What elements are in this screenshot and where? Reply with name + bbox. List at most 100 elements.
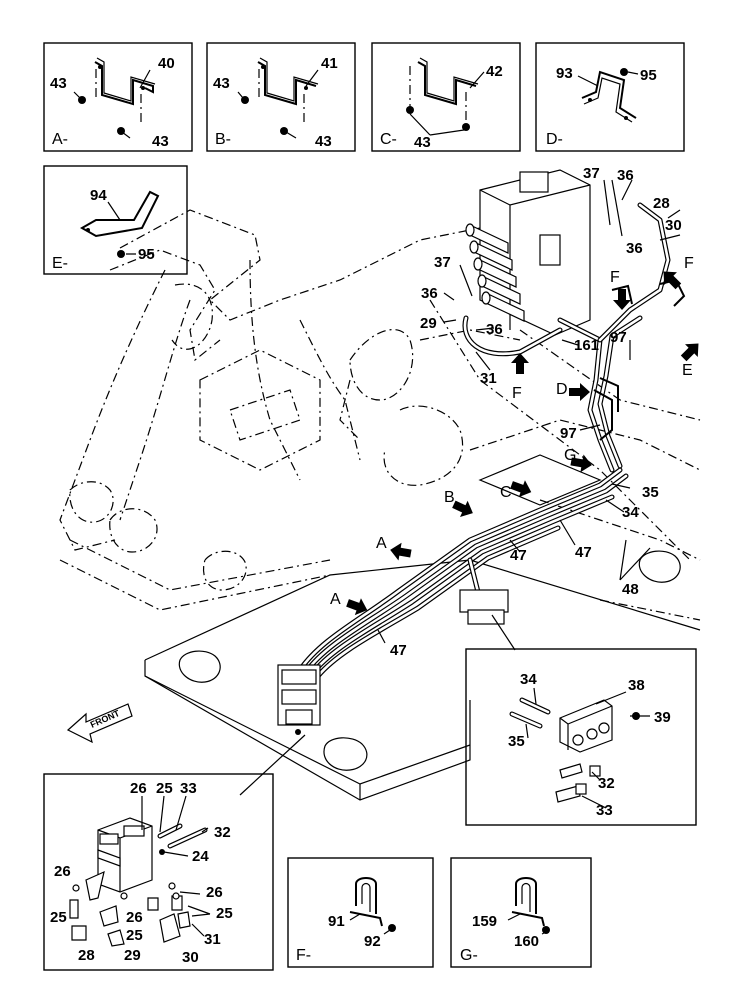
callout-43-b1: 43 — [213, 75, 230, 92]
callout-95-e: 95 — [138, 246, 155, 263]
arrow-label-e: E — [682, 362, 693, 379]
front-direction-arrow: FRONT — [66, 703, 133, 744]
callout-25-left: 25 — [50, 909, 67, 926]
callout-33-inset: 33 — [596, 802, 613, 819]
callout-29-pilot: 29 — [124, 947, 141, 964]
valve-spool — [465, 223, 509, 254]
callout-159: 159 — [472, 913, 497, 930]
callout-43-a2: 43 — [152, 133, 169, 150]
detail-view-g: 159 160 G- — [450, 857, 592, 968]
arrow-label-f-mid: F — [610, 269, 620, 286]
callout-97-upper: 97 — [610, 329, 627, 346]
caption-b: B- — [215, 131, 231, 148]
arrow-label-f-top: F — [684, 255, 694, 272]
callout-35-inset: 35 — [508, 733, 525, 750]
callout-43-b2: 43 — [315, 133, 332, 150]
callout-43-c: 43 — [414, 134, 431, 151]
arrow-label-b: B — [444, 489, 455, 506]
callout-47-c: 47 — [390, 642, 407, 659]
callout-47-a: 47 — [510, 547, 527, 564]
arrow-label-d: D — [556, 381, 568, 398]
caption-g: G- — [460, 947, 478, 964]
detail-view-a: 40 43 43 A- — [43, 42, 193, 152]
callout-28-pilot: 28 — [78, 947, 95, 964]
callout-25-right: 25 — [216, 905, 233, 922]
view-arrow — [390, 542, 412, 561]
callout-33-pilot: 33 — [180, 780, 197, 797]
view-arrow — [346, 598, 368, 616]
arrow-label-a-upper: A — [376, 535, 387, 552]
valve-spool — [481, 291, 525, 322]
hose-line — [297, 467, 623, 673]
callout-28: 28 — [653, 195, 670, 212]
hose-line — [597, 315, 643, 469]
caption-e: E- — [52, 255, 68, 272]
callout-26-right: 26 — [206, 884, 223, 901]
callout-31-pilot: 31 — [204, 931, 221, 948]
callout-41: 41 — [321, 55, 338, 72]
callout-97-lower: 97 — [560, 425, 577, 442]
callout-94: 94 — [90, 187, 107, 204]
callout-36-right: 36 — [626, 240, 643, 257]
callout-37-top: 37 — [583, 165, 600, 182]
view-arrow — [510, 480, 532, 498]
valve-spool — [477, 274, 521, 305]
callout-160: 160 — [514, 933, 539, 950]
callout-38: 38 — [628, 677, 645, 694]
callout-26-mid: 26 — [126, 909, 143, 926]
callout-26-top: 26 — [130, 780, 147, 797]
callout-37-left: 37 — [434, 254, 451, 271]
view-arrows — [346, 271, 699, 616]
hose-line — [315, 525, 561, 679]
callout-29-main: 29 — [420, 315, 437, 332]
detail-view-e: 94 95 E- — [43, 165, 188, 275]
callout-30: 30 — [665, 217, 682, 234]
callout-36-mid: 36 — [486, 321, 503, 338]
caption-c: C- — [380, 131, 397, 148]
callout-92: 92 — [364, 933, 381, 950]
callout-30-pilot: 30 — [182, 949, 199, 966]
callout-48: 48 — [622, 581, 639, 598]
view-arrow — [570, 454, 592, 473]
detail-view-f: 91 92 F- — [287, 857, 434, 968]
control-valve — [465, 169, 591, 336]
hose-line — [309, 494, 615, 677]
callout-34-main: 34 — [622, 504, 639, 521]
view-arrow — [511, 353, 529, 374]
arrow-label-c: C — [500, 484, 512, 501]
view-arrow — [452, 500, 473, 518]
callout-32-inset: 32 — [598, 775, 615, 792]
callout-36-left: 36 — [421, 285, 438, 302]
callout-24: 24 — [192, 848, 209, 865]
callout-161: 161 — [574, 337, 599, 354]
detail-view-b: 41 43 43 B- — [206, 42, 356, 152]
callout-25-mid: 25 — [126, 927, 143, 944]
callout-32-pilot: 32 — [214, 824, 231, 841]
callout-34-inset: 34 — [520, 671, 537, 688]
valve-spool — [469, 240, 513, 271]
callout-26-left: 26 — [54, 863, 71, 880]
callout-95-d: 95 — [640, 67, 657, 84]
callout-47-b: 47 — [575, 544, 592, 561]
caption-a: A- — [52, 131, 68, 148]
inset-manifold: 34 38 39 35 32 33 — [465, 648, 697, 826]
main-callouts: 37 36 28 30 36 37 36 29 36 31 161 97 97 … — [330, 165, 694, 659]
caption-d: D- — [546, 131, 563, 148]
view-arrow — [569, 383, 590, 401]
arrow-label-a-lower: A — [330, 591, 341, 608]
arrow-label-g: G — [564, 447, 576, 464]
callout-25-top: 25 — [156, 780, 173, 797]
callout-43-a1: 43 — [50, 75, 67, 92]
hose-line — [462, 315, 563, 357]
callout-91: 91 — [328, 913, 345, 930]
callout-40: 40 — [158, 55, 175, 72]
view-arrow — [680, 343, 699, 362]
caption-f: F- — [296, 947, 311, 964]
valve-spool — [473, 257, 517, 288]
callout-93: 93 — [556, 65, 573, 82]
callout-35-main: 35 — [642, 484, 659, 501]
callout-39: 39 — [654, 709, 671, 726]
arrow-label-f-low: F — [512, 385, 522, 402]
detail-view-c: 42 43 C- — [371, 42, 521, 152]
